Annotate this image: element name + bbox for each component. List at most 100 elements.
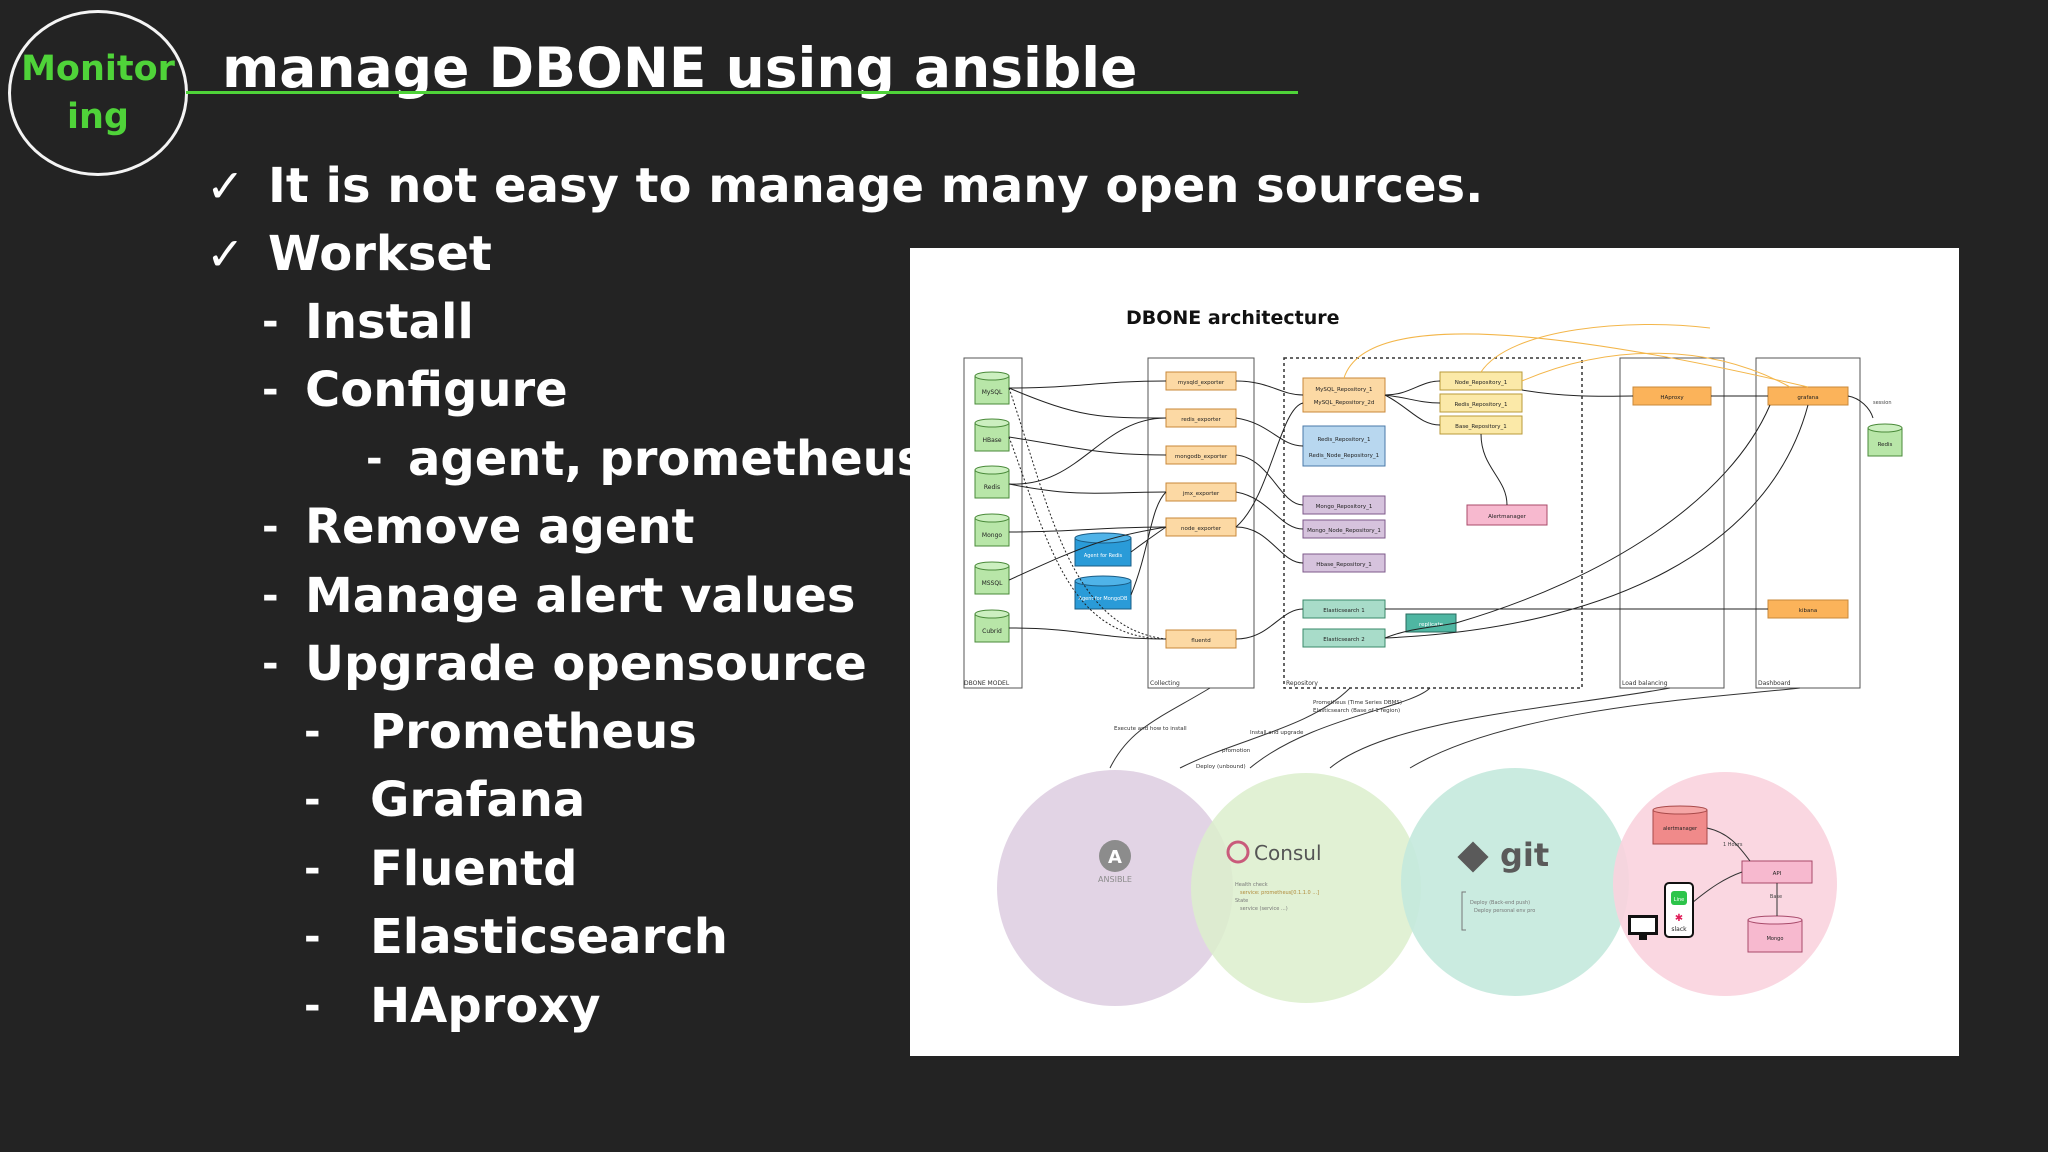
alert-node-label: API (1773, 871, 1782, 877)
dash-marker: - (366, 436, 383, 482)
column-load-balancing (1619, 357, 1725, 689)
repo-label: MySQL_Repository_2d (1314, 400, 1375, 406)
db-cylinder-cubrid: Cubrid (974, 609, 1010, 643)
connector-lines (1008, 380, 1874, 640)
ansible-label: ANSIBLE (1098, 875, 1132, 884)
orange-connectors (1343, 323, 1809, 388)
sub-item: Configure (305, 362, 568, 418)
sub-sub-item: Fluentd (370, 841, 578, 897)
git-snippet: Deploy personal env pro (1474, 908, 1535, 914)
dash-marker: - (262, 504, 279, 550)
replicate-label: replicate (1419, 622, 1444, 628)
repo-label: Mongo_Node_Repository_1 (1307, 528, 1381, 534)
consul-label: Consul (1254, 841, 1322, 865)
dash-marker: - (304, 983, 321, 1029)
consul-snippet: State (1235, 898, 1248, 904)
exporter-label: jmx_exporter (1182, 491, 1220, 497)
sub-sub-item: Prometheus (370, 704, 697, 760)
dash-marker: - (262, 299, 279, 345)
checkmark-icon: ✓ (206, 227, 245, 281)
sub-item: Install (305, 294, 474, 350)
diagram-title: DBONE architecture (1126, 307, 1340, 329)
badge-line-2: ing (67, 97, 129, 137)
section-badge: Monitor ing (8, 10, 188, 176)
architecture-svg: DBONE architecture DBONE MODEL Collectin… (963, 307, 1903, 1006)
repo-label: Redis_Node_Repository_1 (1309, 453, 1379, 459)
db-label: Mongo (982, 532, 1002, 539)
db-label: Redis (984, 484, 1000, 491)
ansible-icon: A ANSIBLE (1098, 840, 1132, 884)
column-dbone-model (963, 357, 1023, 689)
session-label: session (1873, 400, 1892, 406)
ansible-circle (997, 770, 1233, 1006)
kibana-label: kibana (1799, 608, 1817, 614)
repo-label: Redis_Repository_1 (1317, 437, 1370, 443)
column-label: Repository (1286, 680, 1318, 687)
repo-label: MySQL_Repository_1 (1315, 387, 1372, 393)
bullet-list: ✓ It is not easy to manage many open sou… (0, 0, 1483, 1152)
exporter-label: mongodb_exporter (1175, 454, 1228, 460)
sub-item: Remove agent (305, 499, 695, 555)
exporter-label: node_exporter (1181, 526, 1222, 532)
column-label: Dashboard (1758, 680, 1791, 687)
grafana-label: grafana (1797, 395, 1818, 401)
bullet-item: Workset (268, 226, 492, 282)
git-snippet: Deploy (Back-end push) (1470, 900, 1530, 906)
repo-label: Hbase_Repository_1 (1316, 562, 1372, 568)
git-label: git (1500, 836, 1549, 874)
sub-sub-item: Grafana (370, 772, 586, 828)
db-label: HBase (982, 437, 1001, 444)
consul-circle (1191, 773, 1421, 1003)
dash-marker: - (304, 709, 321, 755)
db-cylinder-hbase: HBase (974, 418, 1010, 452)
note-label: Prometheus (Time Series DBMS) (1313, 700, 1402, 706)
arrow-label: Install and upgrade (1250, 730, 1304, 736)
exporter-boxes: mysqld_exporter redis_exporter mongodb_e… (1165, 371, 1237, 649)
exporter-label: mysqld_exporter (1178, 380, 1225, 386)
alert-node-label: Base (1770, 894, 1782, 900)
dash-marker: - (262, 573, 279, 619)
alert-circle (1613, 772, 1837, 996)
dash-marker: - (304, 777, 321, 823)
line-app-label: Line (1674, 897, 1684, 903)
consul-icon: Consul Health check service: prometheus[… (1226, 840, 1322, 912)
arrow-label: Execute and how to install (1114, 726, 1187, 732)
column-repository (1283, 357, 1583, 689)
column-label: Load balancing (1622, 680, 1668, 687)
repo-label: Elasticsearch 2 (1323, 637, 1364, 643)
db-cylinder-mongo: Mongo (974, 513, 1010, 547)
sub-sub-item: Elasticsearch (370, 909, 728, 965)
arrow-label: promotion (1222, 748, 1251, 754)
column-label: DBONE MODEL (964, 680, 1010, 687)
db-label: MSSQL (982, 580, 1004, 587)
dash-marker: - (304, 846, 321, 892)
exporter-label: redis_exporter (1181, 417, 1221, 423)
consul-snippet: service (service ...) (1240, 906, 1288, 912)
repo-label: Mongo_Repository_1 (1316, 504, 1373, 510)
repo-label: Redis_Repository_1 (1454, 402, 1507, 408)
agent-cylinder-redis: Agent for Redis (1074, 532, 1132, 567)
agent-label: Agent for MongoDB (1079, 596, 1128, 602)
bullet-item: It is not easy to manage many open sourc… (268, 158, 1484, 214)
haproxy-label: HAproxy (1660, 395, 1684, 401)
alert-node-label: Mongo (1767, 936, 1784, 942)
alertmanager-label: Alertmanager (1488, 514, 1527, 520)
column-label: Collecting (1150, 680, 1180, 687)
agent-label: Agent for Redis (1084, 553, 1123, 559)
db-label: Cubrid (982, 628, 1002, 635)
column-collecting (1147, 357, 1255, 689)
sub-item: Manage alert values (305, 568, 856, 624)
dash-marker: - (304, 914, 321, 960)
db-cylinder-redis: Redis (974, 465, 1010, 499)
consul-snippet: service: prometheus[0.1.1.0 ...] (1240, 890, 1319, 896)
slack-label: slack (1671, 926, 1687, 933)
svg-text:✱: ✱ (1675, 913, 1683, 924)
dash-marker: - (262, 367, 279, 413)
alert-nodes: alertmanager API Mongo Base 1 Hours (1652, 805, 1813, 953)
sub-sub-item: HAproxy (370, 978, 601, 1034)
phone-icon: Line slack ✱ (1664, 882, 1694, 938)
note-label: Elasticsearch (Base of 1 region) (1313, 708, 1400, 714)
sub-item: Upgrade opensource (305, 636, 867, 692)
title-underline (186, 91, 1298, 94)
db-cylinder-mysql: MySQL (974, 371, 1010, 405)
